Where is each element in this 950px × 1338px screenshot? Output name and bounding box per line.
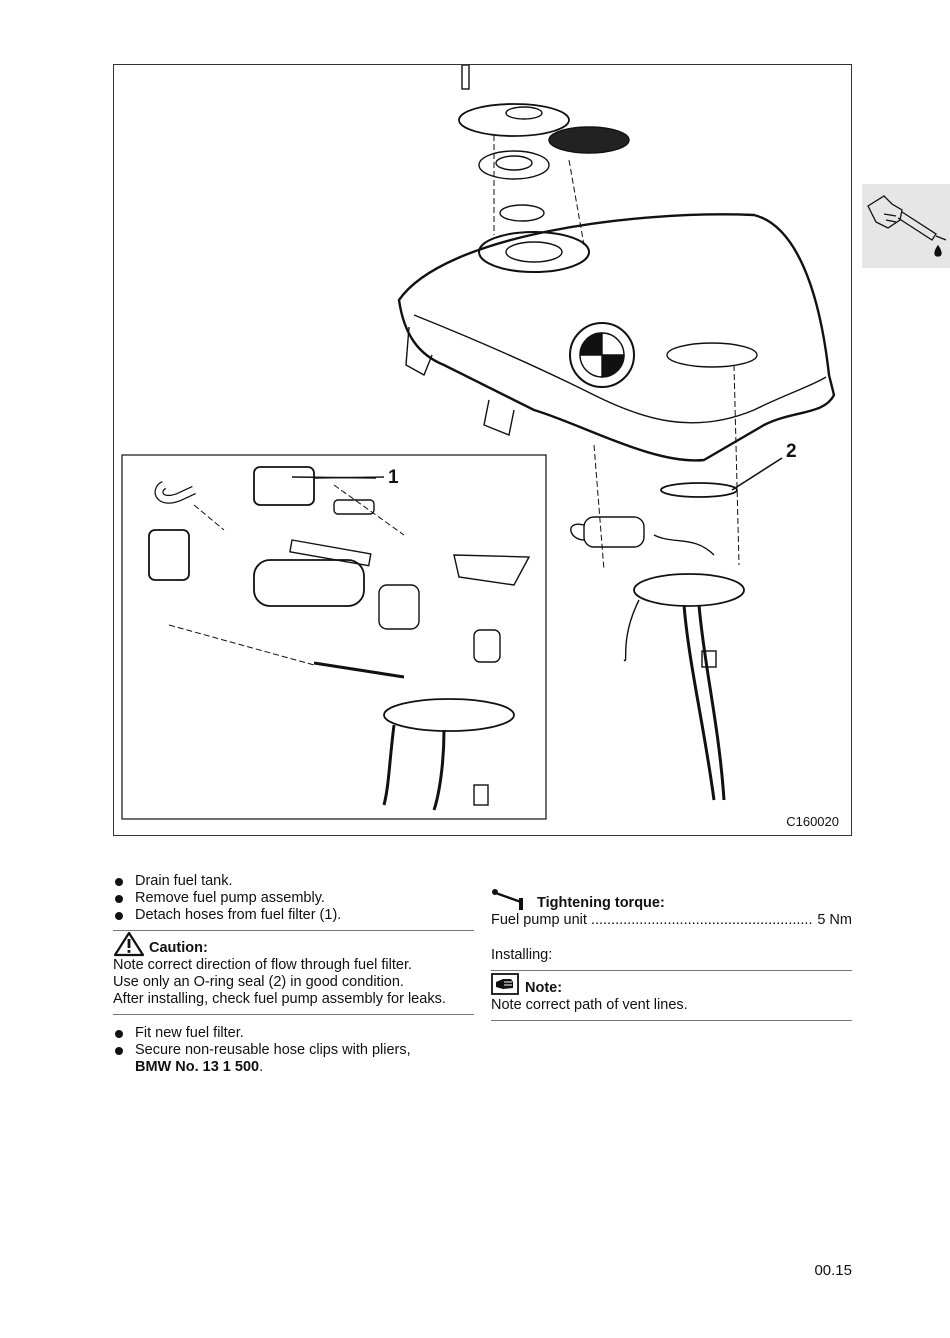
divider: [113, 1014, 474, 1015]
list-item: Detach hoses from fuel filter (1).: [113, 907, 474, 924]
note-hand-icon: [491, 973, 519, 995]
torque-wrench-icon: [492, 889, 523, 910]
refuel-hand-icon: [867, 195, 947, 257]
caution-title: Caution:: [149, 940, 208, 956]
left-column: Drain fuel tank. Remove fuel pump assemb…: [113, 873, 474, 1076]
caution-line: Note correct direction of flow through f…: [113, 957, 413, 973]
torque-label: Fuel pump unit: [491, 912, 587, 928]
steps-list-b: Fit new fuel filter. Secure non-reusable…: [113, 1025, 474, 1076]
tool-number: BMW No. 13 1 500: [135, 1059, 260, 1075]
torque-title: Tightening torque:: [537, 895, 665, 911]
right-column: Tightening torque: Fuel pump unit ......…: [491, 888, 852, 1021]
note-heading: Note:: [491, 973, 852, 997]
figure-code: C160020: [786, 814, 839, 829]
list-item: Secure non-reusable hose clips with plie…: [113, 1042, 474, 1076]
installing-label: Installing:: [491, 947, 553, 963]
divider: [491, 970, 852, 971]
exploded-view-figure: 1 2 C160020: [113, 64, 852, 836]
section-tab: [862, 184, 950, 268]
list-item: Remove fuel pump assembly.: [113, 890, 474, 907]
steps-list-a: Drain fuel tank. Remove fuel pump assemb…: [113, 873, 474, 924]
caution-triangle-icon: [113, 931, 145, 957]
fuel-tank-illustration: [121, 65, 836, 820]
divider: [113, 930, 474, 931]
caution-line: After installing, check fuel pump assemb…: [113, 991, 446, 1007]
caution-line: Use only an O-ring seal (2) in good cond…: [113, 974, 404, 990]
torque-heading: Tightening torque:: [491, 888, 852, 912]
note-text: Note correct path of vent lines.: [491, 997, 688, 1013]
page-number: 00.15: [814, 1262, 852, 1279]
callout-1: 1: [388, 467, 399, 488]
torque-value: 5 Nm: [817, 912, 852, 928]
list-item-text: Secure non-reusable hose clips with plie…: [135, 1042, 411, 1058]
note-title: Note:: [525, 980, 563, 996]
callout-2: 2: [786, 441, 797, 462]
list-item: Fit new fuel filter.: [113, 1025, 474, 1042]
caution-heading: Caution:: [113, 931, 474, 957]
list-item: Drain fuel tank.: [113, 873, 474, 890]
leader-dots: ........................................…: [590, 912, 813, 928]
list-item-end: .: [259, 1059, 264, 1075]
divider: [491, 1020, 852, 1021]
torque-spec-row: Fuel pump unit .........................…: [491, 912, 852, 929]
